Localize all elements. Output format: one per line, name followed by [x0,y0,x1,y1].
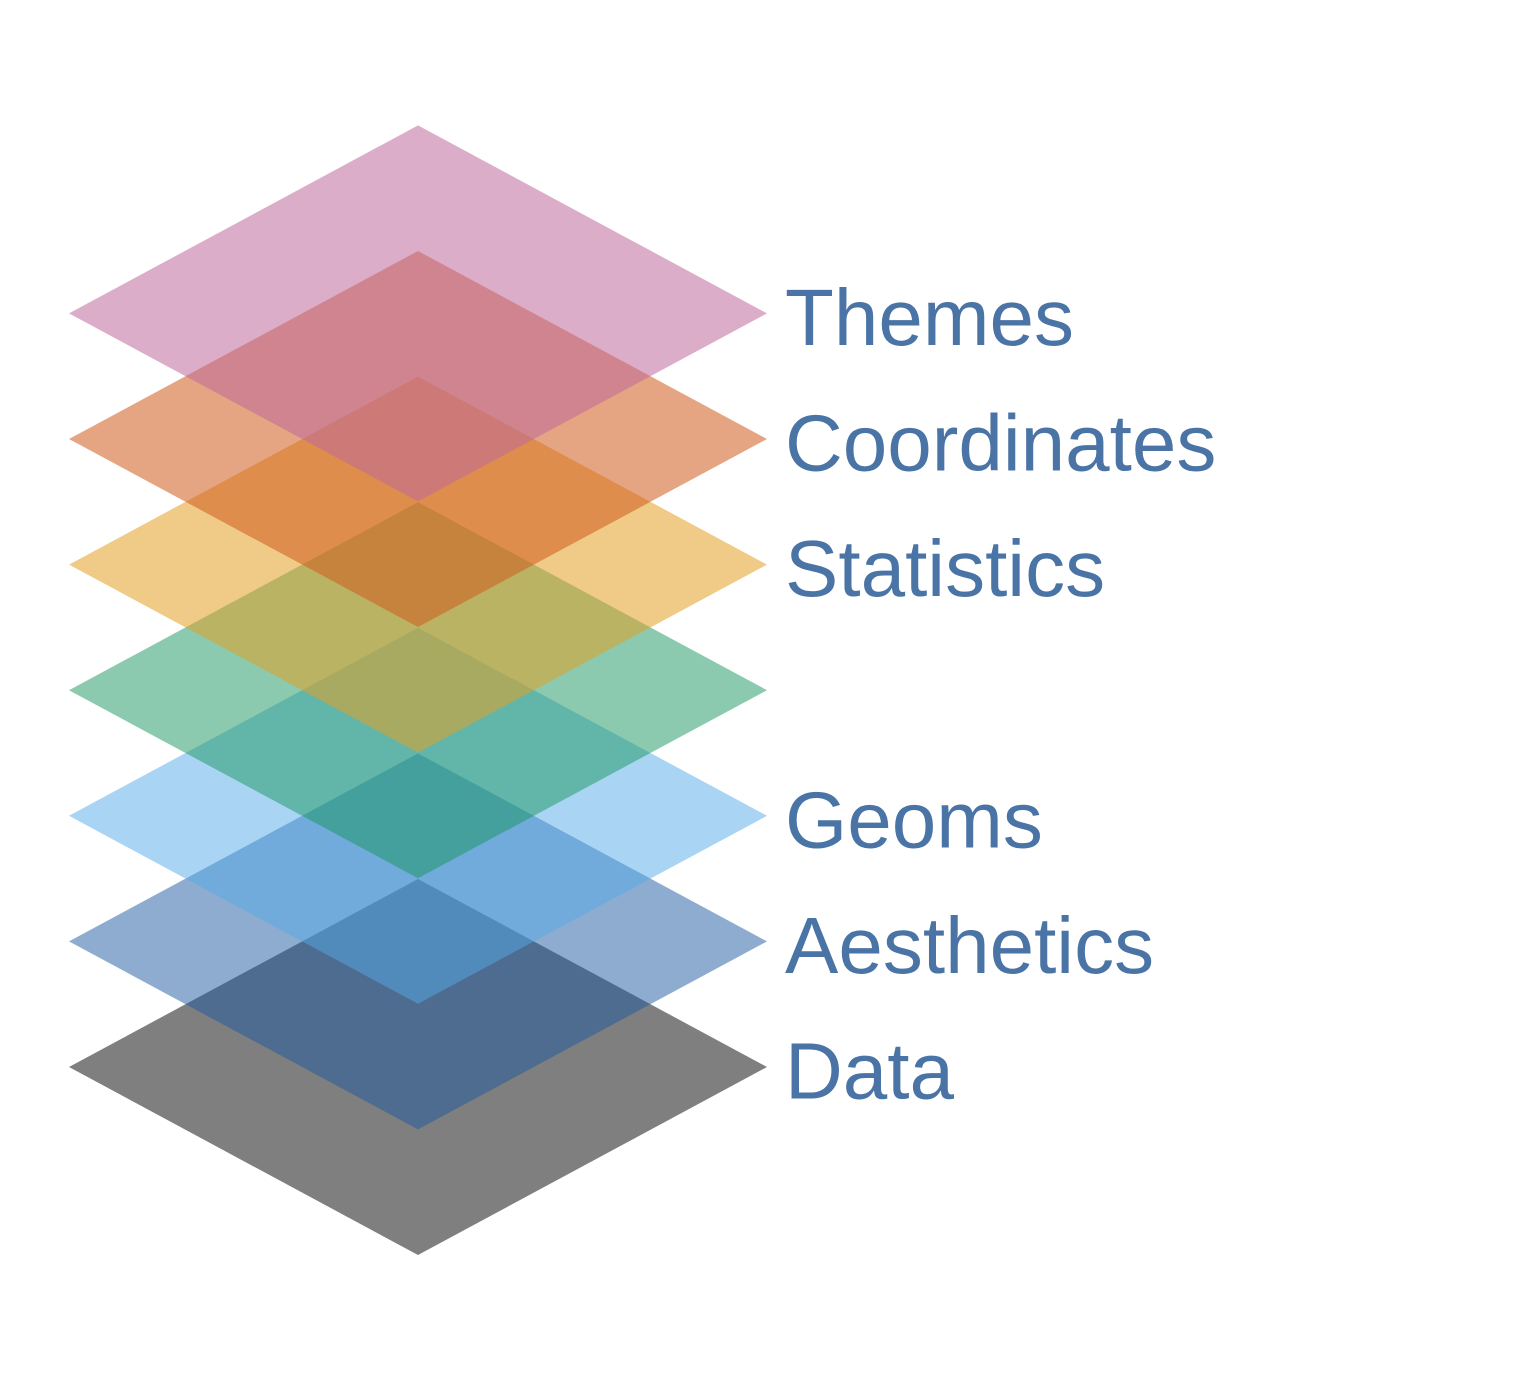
layer-shapes [69,125,767,1255]
label-data: Data [785,1027,954,1116]
layer-labels: Data Aesthetics Geoms Statistics Coordinates… [785,273,1216,1116]
label-aesthetics: Aesthetics [785,901,1154,990]
label-coordinates: Coordinates [785,399,1216,488]
label-geoms: Geoms [785,775,1043,864]
label-statistics: Statistics [785,524,1105,613]
layer-themes [69,125,767,502]
label-themes: Themes [785,273,1074,362]
